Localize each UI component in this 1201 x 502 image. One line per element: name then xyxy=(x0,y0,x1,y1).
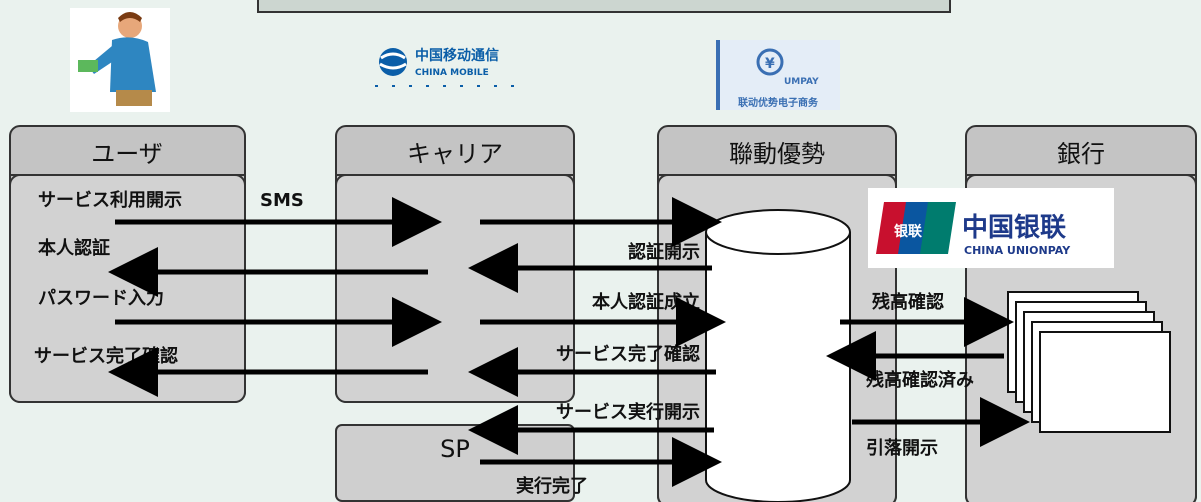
sms-label: SMS xyxy=(260,190,304,211)
label-settle: 引落開示 xyxy=(866,438,938,459)
lane-carrier-title: キャリア xyxy=(407,140,503,168)
umpay-logo: ¥ UMPAY 联动优势电子商务 xyxy=(716,40,840,110)
svg-text:¥: ¥ xyxy=(765,56,775,72)
carrier-logo-en: CHINA MOBILE xyxy=(415,68,489,78)
label-auth-request: 認証開示 xyxy=(628,241,700,263)
umpay-logo-cn: 联动优势电子商务 xyxy=(738,96,819,109)
lane-user-title: ユーザ xyxy=(91,140,163,168)
carrier-logo-cn: 中国移动通信 xyxy=(415,47,499,64)
umpay-logo-en: UMPAY xyxy=(784,77,819,87)
unionpay-logo-cn: 中国银联 xyxy=(962,213,1066,243)
arrow-group xyxy=(108,197,1030,487)
unionpay-logo-en: CHINA UNIONPAY xyxy=(964,244,1071,257)
label-balance-checked: 残高確認済み xyxy=(866,369,974,391)
user-step-2: 本人認証 xyxy=(38,237,110,259)
label-service-done: サービス完了確認 xyxy=(556,343,700,365)
top-cropped-box xyxy=(257,0,951,13)
bank-document-stack xyxy=(1007,291,1171,433)
user-step-3: パスワード入力 xyxy=(38,288,164,309)
lane-bank-title: 銀行 xyxy=(1057,140,1105,168)
lane-carrier: キャリア xyxy=(335,125,575,403)
lane-unionpay-adv-title: 聯動優勢 xyxy=(729,140,825,168)
china-mobile-logo: 中国移动通信 CHINA MOBILE xyxy=(375,47,515,87)
database-cylinder xyxy=(705,209,851,502)
user-person-icon xyxy=(70,8,170,112)
lane-sp-title: SP xyxy=(440,435,470,463)
user-step-4: サービス完了確認 xyxy=(34,345,178,367)
label-service-exec: サービス実行開示 xyxy=(556,401,700,423)
user-step-1: サービス利用開示 xyxy=(38,189,182,211)
label-auth-ok: 本人認証成立 xyxy=(592,291,700,313)
china-unionpay-logo: 银联 中国银联 CHINA UNIONPAY xyxy=(868,188,1114,268)
unionpay-badge-text: 银联 xyxy=(894,223,923,240)
label-exec-done: 実行完了 xyxy=(516,475,588,497)
label-balance-check: 残高確認 xyxy=(872,291,944,313)
